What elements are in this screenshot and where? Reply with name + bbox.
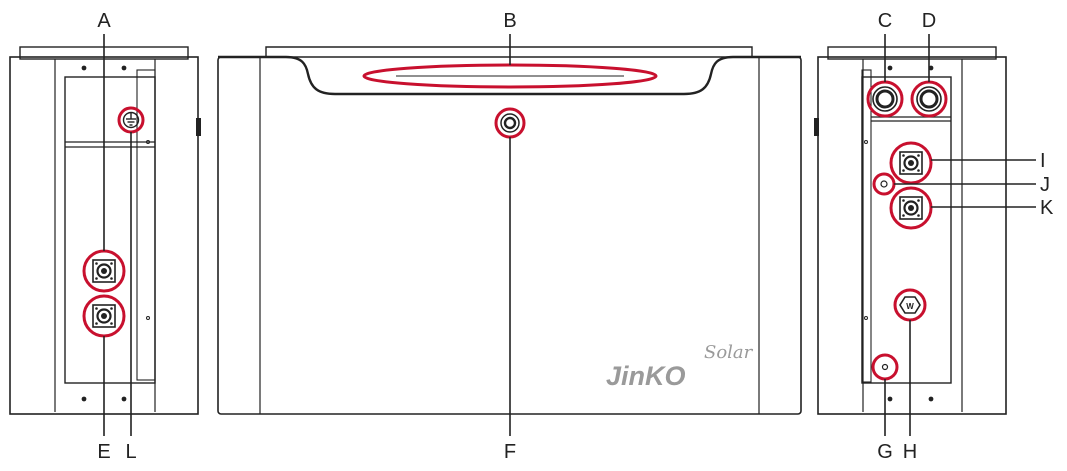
wifi-module-icon: W [899,296,921,314]
brand-main-text: JinKO [606,361,686,391]
callout-ring-f [494,107,526,139]
cable-gland-icon [871,85,899,113]
drain-hole [881,363,889,371]
front-view: JinKO Solar [217,34,802,436]
label-l: L [125,441,136,463]
brand-sub-text: Solar [704,342,754,363]
label-b: B [503,10,516,32]
svg-text:W: W [906,302,914,311]
label-h: H [903,441,917,463]
callout-ring-k [889,186,933,230]
callout-labels: A B C D E L F G H I J K [97,10,1054,463]
power-connector-icon [91,258,117,284]
label-f: F [504,441,516,463]
label-g: G [877,441,893,463]
power-button-icon [500,113,520,133]
power-connector-icon [898,195,924,221]
label-e: E [97,441,110,463]
vent-hole [880,180,888,188]
callout-ring-j [872,172,896,196]
power-connector-icon [898,150,924,176]
right-side-view: W [814,34,1036,436]
handle-recess [218,55,801,96]
callout-ring-l [117,106,145,134]
callout-ring-g [871,353,899,381]
brand-logo: JinKO Solar [606,342,754,391]
ground-symbol-icon [122,111,140,129]
label-j: J [1040,174,1050,196]
label-d: D [922,10,936,32]
callout-ring-i [889,141,933,185]
left-side-view [9,34,201,436]
cable-gland-icon [915,85,943,113]
label-a: A [97,10,111,32]
power-connector-icon [91,303,117,329]
label-c: C [878,10,892,32]
label-i: I [1040,150,1046,172]
label-k: K [1040,197,1054,219]
